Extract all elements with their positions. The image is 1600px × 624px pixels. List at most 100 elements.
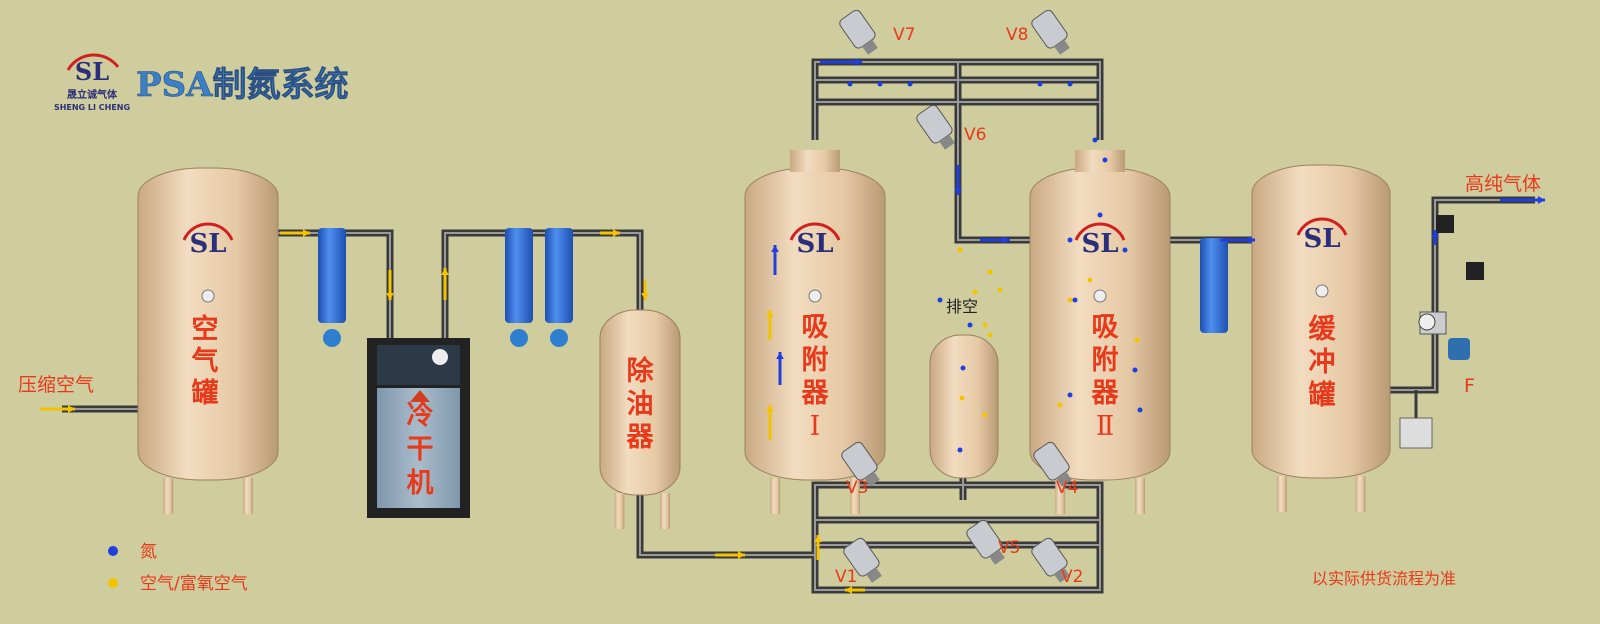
- nitrogen-flow-arrow-head: [954, 187, 962, 195]
- tank-logo-mark: SL: [1303, 224, 1340, 254]
- filter: [318, 228, 346, 323]
- svg-text:器: 器: [626, 422, 655, 453]
- tank-leg: [1135, 478, 1145, 514]
- svg-text:油: 油: [627, 389, 654, 420]
- pipe-highlight: [1390, 199, 1535, 391]
- valve-stem: [1056, 471, 1072, 487]
- svg-text:器: 器: [1091, 378, 1120, 409]
- svg-text:冲: 冲: [1309, 347, 1336, 378]
- air-dot: [1134, 337, 1140, 343]
- legend-nitrogen-label: 氮: [140, 542, 157, 562]
- dryer-gauge-icon: [432, 349, 448, 365]
- svg-text:吸: 吸: [802, 312, 829, 343]
- pneumatic-valve-icon: [1031, 537, 1070, 583]
- air-dot: [959, 395, 965, 401]
- pressure-gauge-icon: [808, 289, 822, 303]
- adsorber-1-label: 吸 附 器 Ⅰ: [801, 312, 830, 442]
- air-flow-arrow-head: [386, 292, 394, 300]
- dryer-label: 冷 干 机: [407, 400, 434, 499]
- air-dot: [1087, 277, 1093, 283]
- nitrogen-flow-arrow-head: [776, 352, 784, 360]
- svg-text:器: 器: [801, 378, 830, 409]
- svg-text:Ⅰ: Ⅰ: [810, 411, 821, 442]
- dryer-panel: [377, 388, 460, 508]
- nitrogen-dot: [1067, 81, 1073, 87]
- air-dot: [972, 289, 978, 295]
- tank-leg: [614, 493, 625, 529]
- oil-remover-tank: [599, 309, 681, 496]
- svg-text:附: 附: [802, 345, 829, 376]
- nitrogen-dot: [1137, 407, 1143, 413]
- air-flow-arrow-head: [737, 551, 745, 559]
- air-tank-label: 空 气 罐: [191, 313, 219, 409]
- adsorber-2-label: 吸 附 器 Ⅱ: [1091, 312, 1120, 442]
- pipe-highlight: [639, 495, 815, 556]
- tank-logo-mark: SL: [796, 229, 833, 259]
- svg-text:缓: 缓: [1309, 314, 1337, 345]
- valve-v4-label: V4: [1056, 478, 1078, 498]
- nitrogen-flow-arrow-head: [1537, 196, 1545, 204]
- valve-stem: [939, 134, 955, 150]
- air-dot: [982, 412, 988, 418]
- legend-nitrogen-dot: [108, 546, 118, 556]
- svg-text:Ⅱ: Ⅱ: [1096, 411, 1114, 442]
- nitrogen-dot: [1037, 81, 1043, 87]
- pneumatic-valve-icon: [1031, 9, 1070, 55]
- legend-air-label: 空气/富氧空气: [140, 574, 248, 594]
- nitrogen-dot: [847, 81, 853, 87]
- svg-text:吸: 吸: [1092, 312, 1119, 343]
- nitrogen-dot: [1067, 237, 1073, 243]
- logo-mark: SL: [75, 57, 109, 86]
- svg-text:除: 除: [627, 355, 655, 387]
- regulator-gauge-icon: [1418, 313, 1436, 331]
- legend: 氮 空气/富氧空气: [108, 542, 248, 594]
- buffer-tank: [1251, 164, 1391, 479]
- vent-label: 排空: [946, 297, 978, 316]
- pneumatic-valve-icon: [1033, 441, 1072, 487]
- air-dot: [997, 287, 1003, 293]
- tank-leg: [163, 478, 174, 514]
- solenoid-valve-icon: [1436, 215, 1454, 233]
- valve-v2-label: V2: [1061, 567, 1083, 587]
- pneumatic-valve-icon: [916, 104, 955, 150]
- nitrogen-dot: [1122, 247, 1128, 253]
- tank-logo-mark: SL: [1081, 229, 1118, 259]
- nitrogen-flow-arrow-head: [854, 58, 862, 66]
- tank-leg: [1055, 478, 1066, 514]
- dryer-control-panel: [377, 345, 460, 385]
- air-flow-arrow-head: [814, 535, 822, 543]
- nitrogen-dot: [1132, 367, 1138, 373]
- nitrogen-dot: [1097, 212, 1103, 218]
- air-dot: [1067, 297, 1073, 303]
- svg-text:干: 干: [407, 434, 434, 465]
- nitrogen-flow-arrow-head: [1431, 230, 1439, 238]
- valve-v1-label: V1: [835, 567, 857, 587]
- nitrogen-flow-arrow-head: [771, 245, 779, 253]
- nitrogen-dot: [877, 81, 883, 87]
- nitrogen-dot: [1072, 297, 1078, 303]
- valve-v7-label: V7: [893, 25, 915, 45]
- svg-text:罐: 罐: [1309, 379, 1336, 411]
- valve-stem: [1054, 567, 1070, 583]
- pipe: [954, 62, 1030, 244]
- nitrogen-dot: [937, 297, 943, 303]
- filter: [1200, 238, 1228, 333]
- air-flow-arrow-head: [845, 586, 853, 594]
- tank-logo-arc: [1074, 222, 1126, 241]
- pneumatic-valve-icon: [966, 519, 1005, 565]
- tank-leg: [1276, 476, 1287, 512]
- adsorber-1-flange: [790, 150, 840, 172]
- pneumatic-valve-icon: [839, 9, 878, 55]
- note: 以实际供货流程为准: [1312, 569, 1456, 588]
- pneumatic-valve-icon: [841, 441, 880, 487]
- pipe: [1390, 196, 1535, 394]
- tank-leg: [770, 478, 781, 514]
- nitrogen-dot: [1092, 137, 1098, 143]
- logo-cn: 晟立诚气体: [67, 88, 118, 101]
- valve-stem: [866, 567, 882, 583]
- flow-meter-icon: [1448, 338, 1470, 360]
- valve-v6-label: V6: [964, 125, 986, 145]
- valve-stem: [862, 39, 878, 55]
